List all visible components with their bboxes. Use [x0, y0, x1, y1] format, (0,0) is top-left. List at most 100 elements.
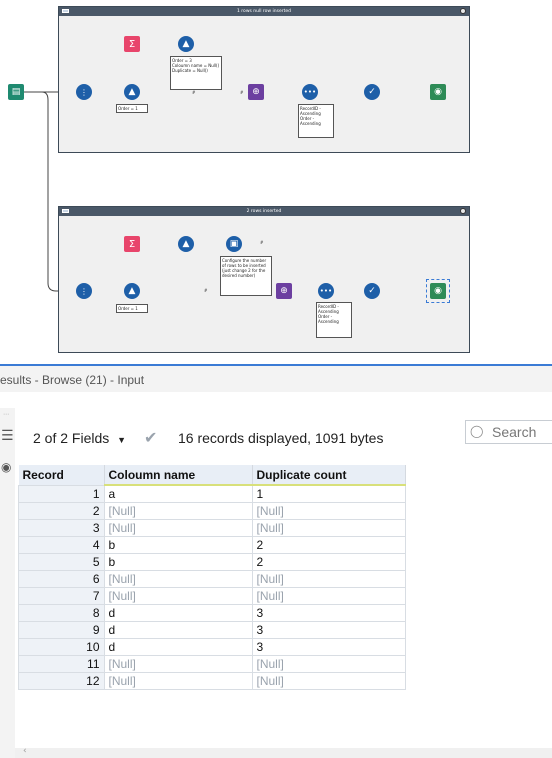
duplicate-count-cell[interactable]: [Null] [251, 518, 406, 537]
duplicate-count-cell[interactable]: [Null] [251, 671, 406, 690]
summarize-tool[interactable]: Σ [124, 236, 140, 252]
duplicate-count-cell[interactable]: 1 [251, 484, 406, 503]
coloumn-name-cell[interactable]: [Null] [103, 586, 253, 605]
record-cell[interactable]: 9 [18, 620, 105, 639]
record-cell[interactable]: 1 [18, 484, 105, 503]
search-icon: ◯ [470, 424, 484, 438]
coloumn-name-cell[interactable]: [Null] [103, 569, 253, 588]
sort-tool[interactable]: ••• [302, 84, 318, 100]
record-cell[interactable]: 5 [18, 552, 105, 571]
container-null-row[interactable]: 1 rows null row inserted [58, 6, 470, 153]
horizontal-scrollbar[interactable]: ‹ [15, 746, 552, 758]
record-cell[interactable]: 7 [18, 586, 105, 605]
record-cell[interactable]: 6 [18, 569, 105, 588]
duplicate-count-cell[interactable]: [Null] [251, 569, 406, 588]
table-row[interactable]: 6[Null][Null] [18, 569, 406, 588]
column-header-coloumn-name[interactable]: Coloumn name [104, 465, 253, 486]
record-cell[interactable]: 3 [18, 518, 105, 537]
fields-dropdown[interactable]: 2 of 2 Fields ▼ [33, 430, 126, 446]
container-header[interactable]: 2 rows inserted [59, 207, 469, 216]
record-cell[interactable]: 2 [18, 501, 105, 520]
duplicate-count-cell[interactable]: [Null] [251, 501, 406, 520]
record-id-tool[interactable]: ⋮ [76, 283, 92, 299]
table-row[interactable]: 3[Null][Null] [18, 518, 406, 537]
coloumn-name-cell[interactable]: d [103, 603, 253, 622]
flask-icon: ▲ [128, 286, 136, 296]
browse-tool[interactable]: ◉ [430, 84, 446, 100]
sort-config-note: RecordID - Ascending Order - Ascending [316, 302, 352, 338]
coloumn-name-cell[interactable]: d [103, 637, 253, 656]
duplicate-count-cell[interactable]: 2 [251, 535, 406, 554]
anchor-label: # [192, 90, 196, 95]
sort-config-note: RecordID - Ascending Order - Ascending [298, 104, 334, 138]
search-box[interactable]: ◯ Search [465, 420, 552, 444]
coloumn-name-cell[interactable]: [Null] [103, 671, 253, 690]
container-collapse-icon[interactable] [62, 9, 69, 13]
table-row[interactable]: 11[Null][Null] [18, 654, 406, 673]
container-title: 2 rows inserted [246, 209, 282, 214]
union-tool[interactable]: ⊕ [248, 84, 264, 100]
check-icon: ✓ [368, 87, 376, 97]
record-id-icon: ⋮ [80, 286, 88, 296]
workflow-canvas[interactable]: 1 rows null row inserted 2 rows inserted… [0, 0, 552, 360]
duplicate-count-cell[interactable]: 2 [251, 552, 406, 571]
duplicate-count-cell[interactable]: [Null] [251, 586, 406, 605]
record-cell[interactable]: 10 [18, 637, 105, 656]
scroll-left-icon[interactable]: ‹ [23, 746, 27, 756]
sort-tool[interactable]: ••• [318, 283, 334, 299]
container-header[interactable]: 1 rows null row inserted [59, 7, 469, 16]
column-header-duplicate-count[interactable]: Duplicate count [252, 465, 406, 486]
formula-tool[interactable]: ▲ [178, 236, 194, 252]
union-icon: ⊕ [252, 87, 260, 97]
table-row[interactable]: 12[Null][Null] [18, 671, 406, 690]
coloumn-name-cell[interactable]: [Null] [103, 501, 253, 520]
duplicate-count-cell[interactable]: 3 [251, 603, 406, 622]
input-data-tool[interactable]: ▤ [8, 84, 24, 100]
table-row[interactable]: 7[Null][Null] [18, 586, 406, 605]
book-icon: ▤ [11, 87, 21, 97]
record-cell[interactable]: 4 [18, 535, 105, 554]
union-icon: ⊕ [280, 286, 288, 296]
record-cell[interactable]: 11 [18, 654, 105, 673]
results-header: esults - Browse (21) - Input [0, 364, 552, 392]
table-row[interactable]: 2[Null][Null] [18, 501, 406, 520]
coloumn-name-cell[interactable]: [Null] [103, 518, 253, 537]
column-header-record[interactable]: Record [18, 465, 105, 485]
record-cell[interactable]: 8 [18, 603, 105, 622]
container-toggle-icon[interactable] [460, 208, 466, 214]
duplicate-count-cell[interactable]: [Null] [251, 654, 406, 673]
record-cell[interactable]: 12 [18, 671, 105, 690]
browse-tool-selected[interactable]: ◉ [426, 279, 450, 303]
select-tool[interactable]: ✓ [364, 283, 380, 299]
grip-icon: ⋯ [3, 411, 9, 418]
record-settings-icon[interactable]: ◉ [1, 460, 12, 474]
coloumn-name-cell[interactable]: a [103, 484, 253, 503]
coloumn-name-cell[interactable]: [Null] [103, 654, 253, 673]
generate-rows-note: Configure the number of rows to be inser… [220, 256, 272, 296]
coloumn-name-cell[interactable]: d [103, 620, 253, 639]
duplicate-count-cell[interactable]: 3 [251, 637, 406, 656]
coloumn-name-cell[interactable]: b [103, 535, 253, 554]
generate-rows-tool[interactable]: ▣ [226, 236, 242, 252]
union-tool[interactable]: ⊕ [276, 283, 292, 299]
chevron-down-icon: ▼ [117, 435, 127, 445]
duplicate-count-cell[interactable]: 3 [251, 620, 406, 639]
field-list-icon[interactable]: ☰ [1, 428, 14, 444]
check-icon: ✓ [368, 286, 376, 296]
formula-tool-2[interactable]: ▲ [124, 283, 140, 299]
select-tool[interactable]: ✓ [364, 84, 380, 100]
summarize-tool[interactable]: Σ [124, 36, 140, 52]
record-id-tool[interactable]: ⋮ [76, 84, 92, 100]
coloumn-name-cell[interactable]: b [103, 552, 253, 571]
formula-tool[interactable]: ▲ [178, 36, 194, 52]
container-collapse-icon[interactable] [62, 209, 69, 213]
container-toggle-icon[interactable] [460, 8, 466, 14]
formula-tool-2[interactable]: ▲ [124, 84, 140, 100]
